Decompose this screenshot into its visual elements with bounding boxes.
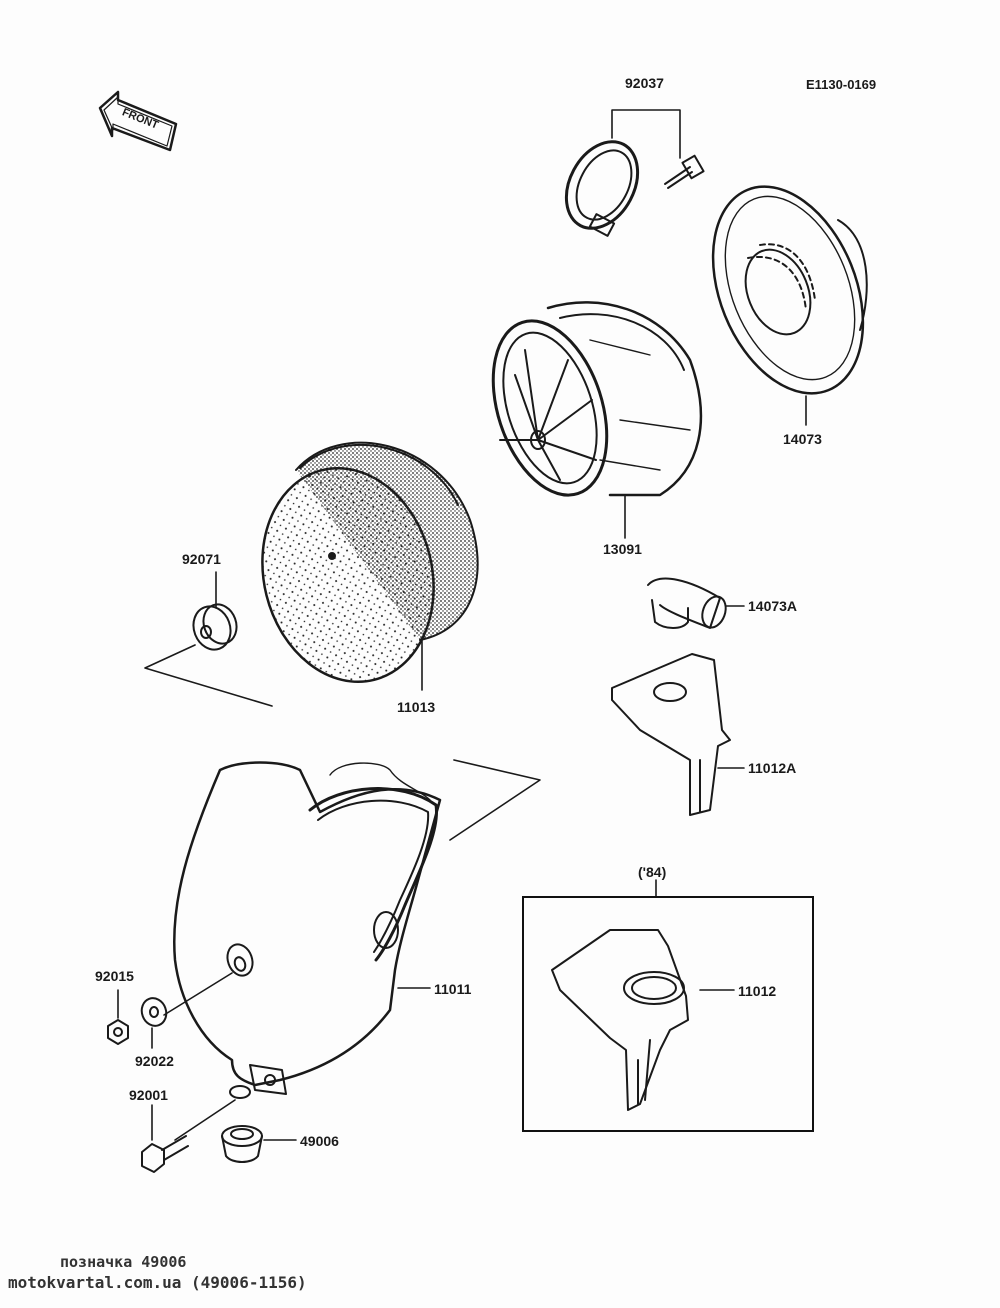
inset-label: ('84) [638, 864, 667, 880]
grommet-part [192, 603, 238, 651]
part-label-11011: 11011 [434, 981, 472, 997]
part-label-11012: 11012 [738, 983, 777, 999]
part-label-13091: 13091 [603, 541, 642, 557]
footer-mark: позначка 49006 [60, 1253, 187, 1271]
reference-code: E1130-0169 [806, 77, 877, 92]
part-label-14073: 14073 [783, 431, 822, 447]
clamp-bolt-part [664, 154, 705, 189]
part-label-11012A: 11012A [748, 760, 797, 776]
part-label-92001: 92001 [129, 1087, 168, 1103]
washer-part [140, 997, 168, 1027]
air-duct-cover-part [711, 185, 868, 395]
inset-frame [522, 896, 814, 1132]
part-label-92037: 92037 [625, 75, 664, 91]
filter-holder-part [491, 301, 703, 497]
footer-source: motokvartal.com.ua (49006-1156) [8, 1273, 307, 1292]
clamp-band-part [564, 140, 640, 237]
nut-part [107, 1019, 129, 1045]
air-cleaner-case-part [173, 761, 442, 1099]
bracket-part [551, 929, 689, 1111]
bracket-a-part [611, 653, 731, 816]
elbow-duct-part [647, 577, 727, 629]
part-label-14073A: 14073A [748, 598, 798, 614]
air-filter-element-part [261, 441, 479, 683]
part-label-92071: 92071 [182, 551, 221, 567]
part-label-92022: 92022 [135, 1053, 174, 1069]
part-label-92015: 92015 [95, 968, 134, 984]
bolt-part [141, 1135, 189, 1173]
part-label-49006: 49006 [300, 1133, 339, 1149]
drain-cap-part [221, 1125, 263, 1163]
front-arrow-icon [98, 90, 178, 152]
part-label-11013: 11013 [397, 699, 436, 715]
